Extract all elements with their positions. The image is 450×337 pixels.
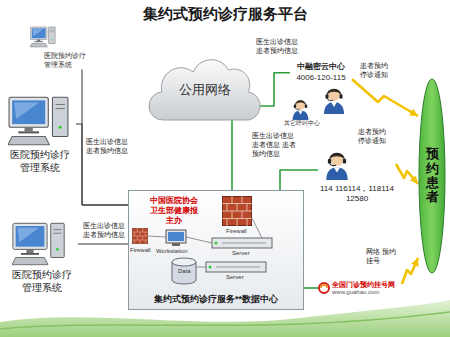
server-icon bbox=[216, 267, 260, 268]
database-icon bbox=[172, 258, 196, 266]
node-text: www.guahao.com bbox=[332, 289, 402, 297]
workstation-icon bbox=[166, 230, 186, 246]
network-wire bbox=[148, 218, 262, 267]
connector-line bbox=[259, 73, 290, 106]
node-text: 医院预约诊疗管理系统 bbox=[7, 96, 73, 174]
computer-icon bbox=[30, 27, 55, 47]
connector-line bbox=[304, 287, 318, 289]
workstation-icon bbox=[166, 230, 186, 243]
firewall-icon bbox=[222, 196, 252, 226]
green-wave-line bbox=[0, 312, 450, 329]
edge-label: 医生出诊信息 患者预约信息 bbox=[86, 138, 132, 156]
node-text: 集约式预约诊疗服务**数据中心 bbox=[128, 293, 304, 306]
edge-label: 患者预约 停诊通知 bbox=[360, 62, 392, 80]
connector-line bbox=[231, 120, 233, 190]
firewall-icon bbox=[222, 196, 252, 226]
network-wire bbox=[196, 267, 206, 268]
node-text: 医院预约诊疗管理系统 bbox=[9, 222, 75, 294]
computer-node: 医院预约诊疗管理系统 bbox=[6, 222, 78, 294]
computer-icon bbox=[12, 223, 64, 264]
phone-service-node: 114 116114，118114 12580 bbox=[318, 150, 396, 204]
website-logo-node: 全国门诊预约挂号网www.guahao.com bbox=[318, 280, 402, 297]
operator-icon bbox=[293, 100, 309, 120]
database-icon bbox=[172, 258, 196, 284]
server-icon bbox=[215, 242, 218, 245]
computer-node: 医院预约诊疗管理系统 bbox=[4, 96, 76, 174]
oval-outline bbox=[419, 79, 445, 273]
computer-icon bbox=[8, 97, 68, 145]
patient-oval: 预约患者 bbox=[418, 78, 446, 274]
server-icon bbox=[206, 262, 266, 272]
server-icon bbox=[222, 243, 266, 244]
logo-icon bbox=[319, 283, 329, 293]
operator-icon bbox=[324, 89, 344, 114]
node-text: 中融密云中心 bbox=[290, 62, 352, 73]
connector-line bbox=[76, 124, 128, 205]
operator-icon bbox=[324, 89, 344, 114]
part-label: Firewall bbox=[226, 228, 247, 234]
lightning-connector bbox=[402, 258, 418, 284]
server-icon bbox=[209, 266, 212, 269]
connector-line bbox=[82, 70, 128, 206]
workstation-icon bbox=[172, 243, 180, 246]
lightning-connector bbox=[396, 164, 418, 184]
call-center-node: 中融密云中心4006-120-115 bbox=[290, 62, 352, 84]
part-label: Server bbox=[232, 250, 250, 256]
computer-icon bbox=[30, 27, 55, 47]
network-wire bbox=[252, 218, 262, 238]
part-label: Firewall bbox=[130, 247, 151, 253]
node-text: 预约患者 bbox=[426, 147, 439, 204]
firewall-icon bbox=[132, 228, 148, 244]
operator-icon bbox=[293, 100, 309, 120]
connector-line bbox=[78, 244, 128, 245]
data-center-ground bbox=[129, 191, 304, 310]
cloud-node: 公用网络 bbox=[150, 58, 260, 122]
logo-icon bbox=[319, 283, 329, 293]
node-text: 114 116114，118114 12580 bbox=[318, 150, 396, 204]
computer-icon bbox=[12, 223, 64, 264]
part-label: Server bbox=[226, 274, 244, 280]
part-label: Data bbox=[178, 268, 191, 274]
network-wire bbox=[148, 236, 166, 237]
lightning-connector bbox=[352, 79, 418, 116]
logo-icon bbox=[321, 285, 327, 288]
server-icon bbox=[206, 262, 266, 272]
data-center-box: 中国医院协会 卫生部健康报 主办集约式预约诊疗服务**数据中心 bbox=[128, 190, 304, 310]
node-text: 其它呼叫中心 bbox=[282, 98, 322, 128]
edge-label: 患者预约 停诊通知 bbox=[358, 128, 390, 146]
node-text: 全国门诊预约挂号网 bbox=[332, 280, 402, 289]
operator-icon bbox=[326, 153, 347, 180]
part-label: Workstation bbox=[156, 248, 188, 254]
node-text: 4006-120-115 bbox=[290, 73, 352, 84]
title: 集约式预约诊疗服务平台 bbox=[0, 5, 450, 24]
edge-label: 医生出诊信息 患者信息 患者预约信息 bbox=[252, 132, 298, 158]
edge-label: 医生出诊信息 患者预约信息 bbox=[83, 222, 127, 240]
computer-node: 医院预约诊疗管理系统 bbox=[28, 26, 90, 70]
server-icon bbox=[212, 238, 272, 248]
operator-icon bbox=[326, 153, 347, 180]
computer-icon bbox=[8, 97, 68, 145]
connector-line bbox=[280, 170, 318, 190]
server-icon bbox=[212, 238, 272, 248]
cloud-outline bbox=[149, 60, 260, 120]
firewall-icon bbox=[132, 228, 148, 244]
node-text: 公用网络 bbox=[179, 81, 231, 99]
edge-label: 医生出诊信息 患者预约信息 bbox=[256, 38, 302, 56]
call-center-node: 其它呼叫中心 bbox=[282, 98, 322, 128]
edge-label: 网络 预约挂号 bbox=[366, 248, 398, 266]
network-wire bbox=[186, 237, 212, 243]
node-text: 医院预约诊疗管理系统 bbox=[44, 26, 88, 70]
workstation-icon bbox=[168, 232, 184, 241]
node-text: 中国医院协会 卫生部健康报 主办 bbox=[148, 196, 200, 226]
